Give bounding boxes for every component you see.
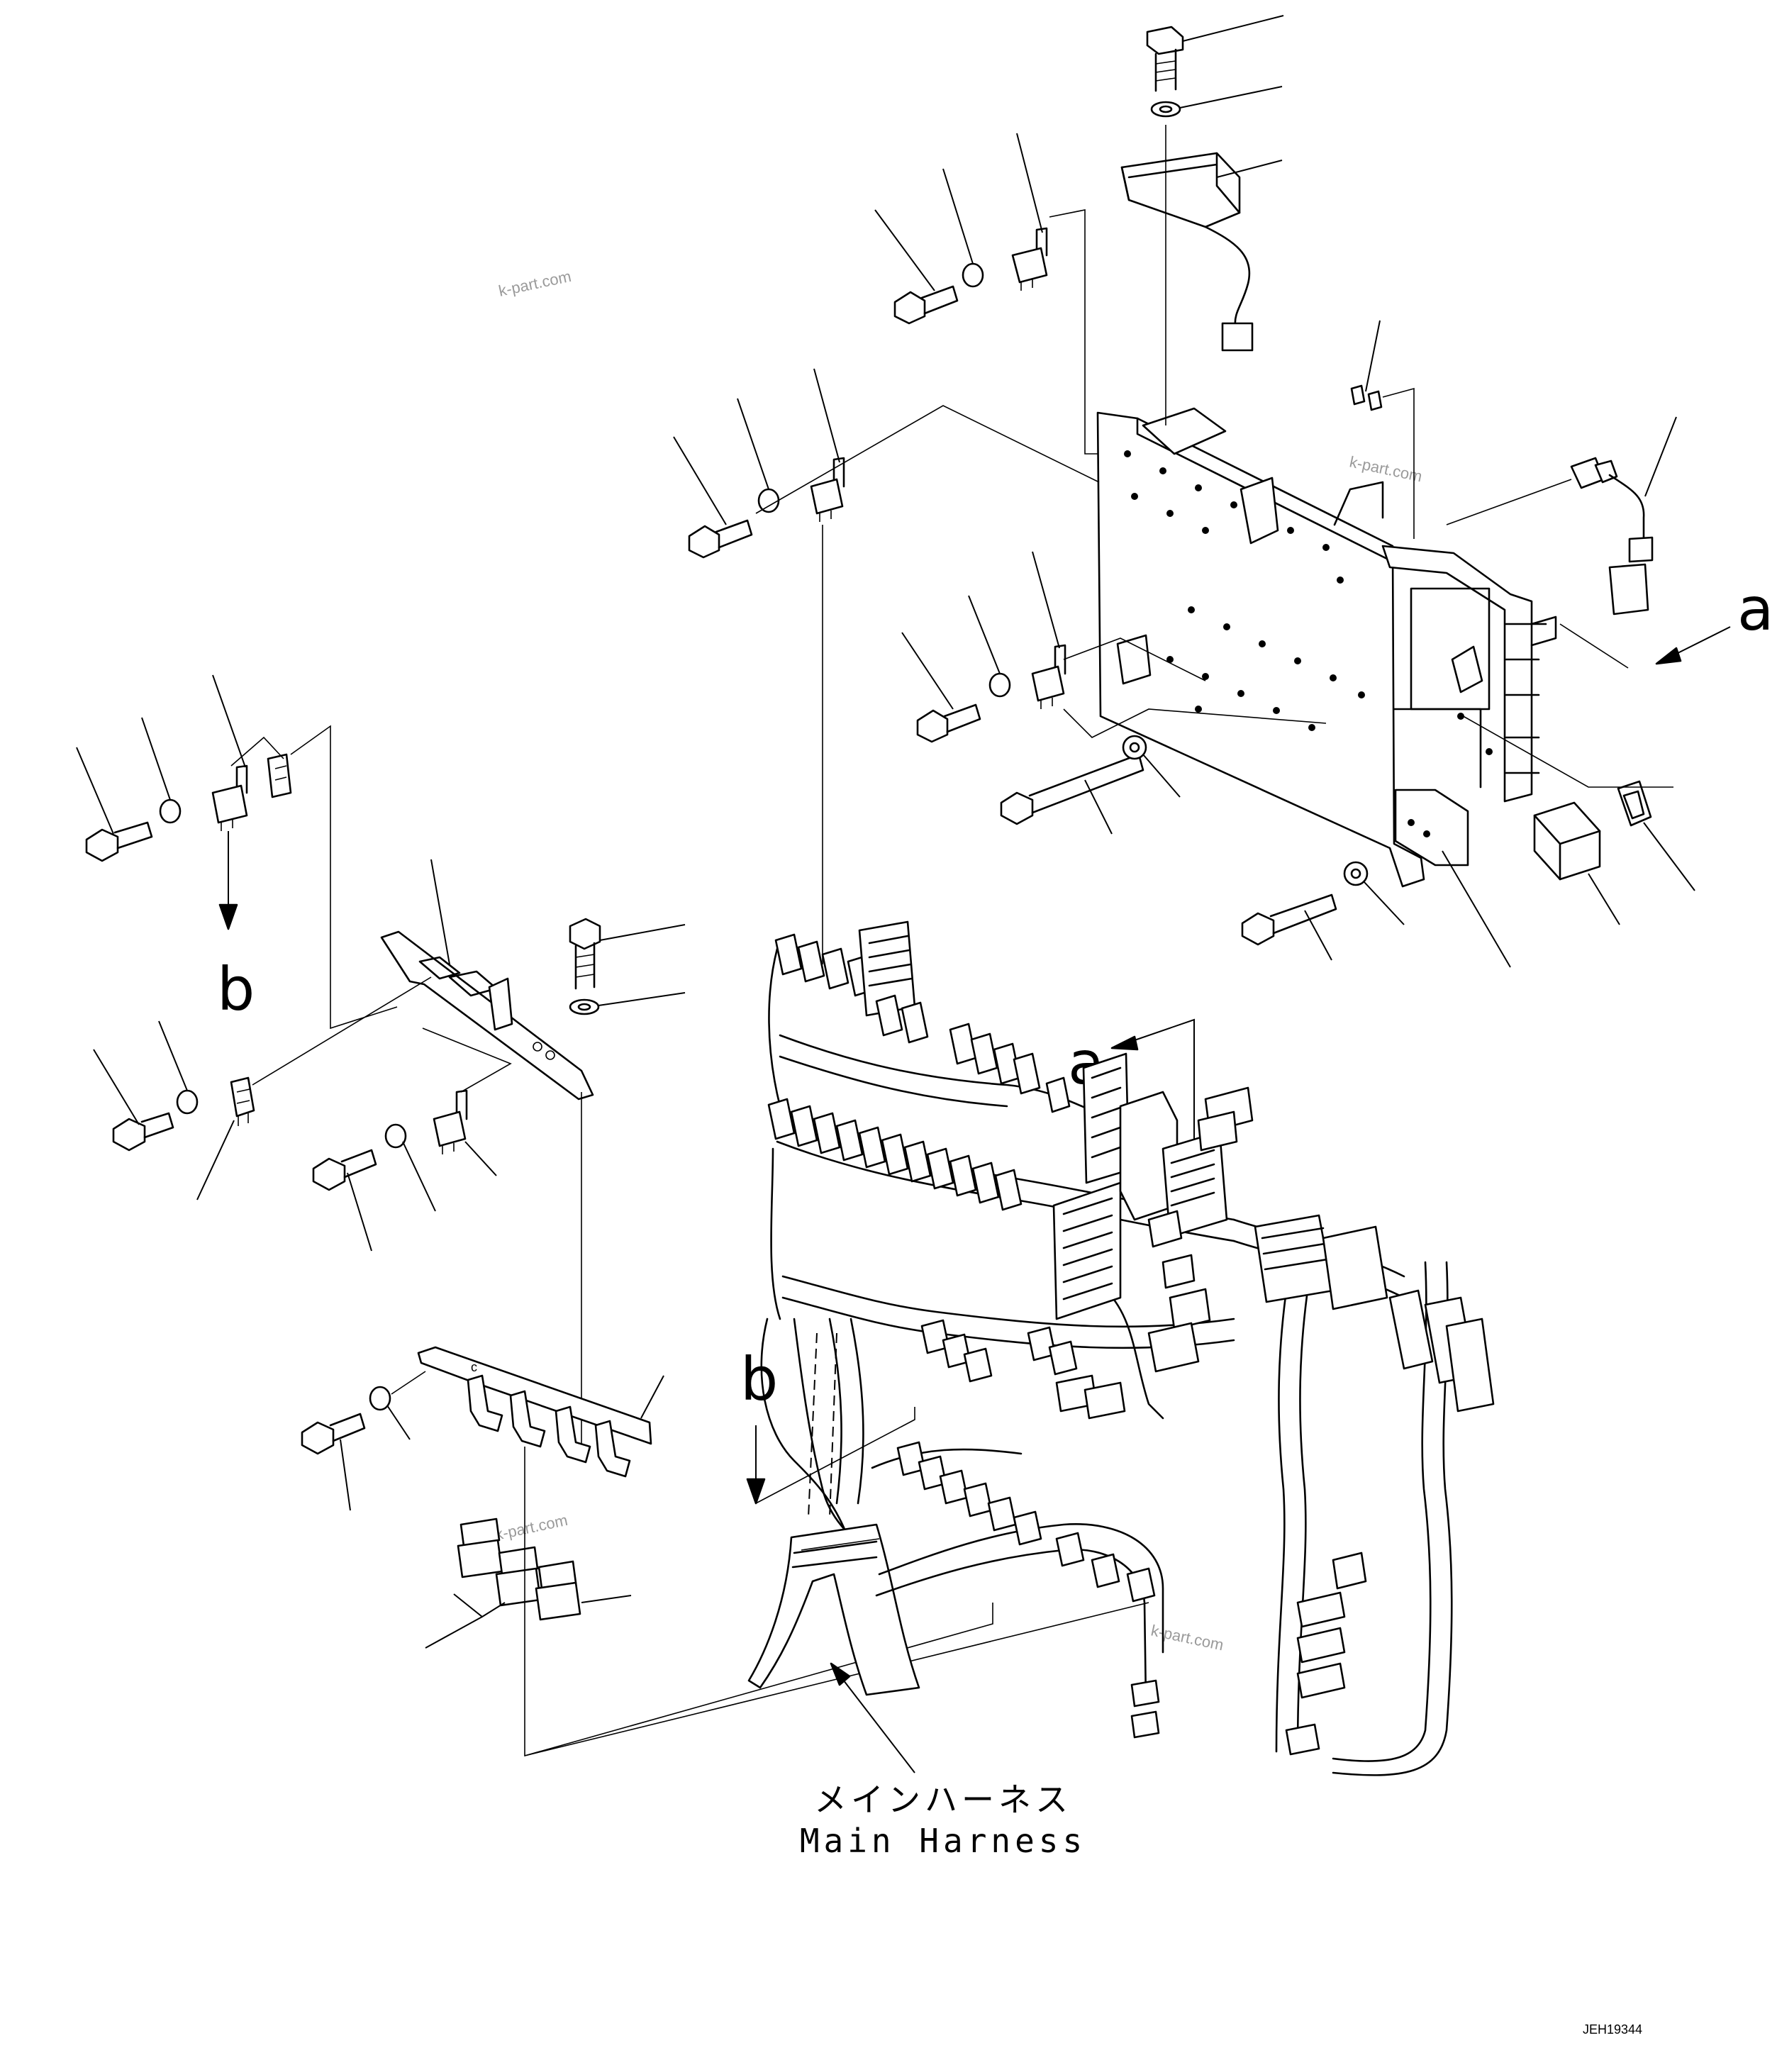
relay-bracket-lower: c <box>417 1346 664 1478</box>
relay-bolt-mid <box>673 436 753 559</box>
svg-text:c: c <box>471 1360 477 1374</box>
left-switch-mid <box>196 976 432 1201</box>
watermark: k-part.com <box>1149 1621 1225 1654</box>
watermark: k-part.com <box>497 267 573 300</box>
relay-washer-upper <box>942 168 984 288</box>
top-bolt <box>1146 15 1284 92</box>
panel-holes <box>1124 450 1493 837</box>
watermark: k-part.com <box>494 1511 569 1544</box>
switch-cover <box>1617 780 1695 891</box>
assembly-guide-line <box>290 725 398 1030</box>
caption-english: Main Harness <box>800 1822 1086 1860</box>
switch-harness <box>1570 416 1677 616</box>
relay-upper <box>1011 133 1048 291</box>
mid-washer <box>384 1123 436 1212</box>
relay-bracket-upper <box>380 859 594 1101</box>
relay-mid <box>810 368 845 522</box>
bracket-washer <box>569 992 686 1015</box>
relay-cluster <box>425 1447 993 1757</box>
left-washer-mid <box>158 1020 199 1115</box>
left-washer-top <box>141 717 182 824</box>
view-label-a: a <box>1737 574 1773 644</box>
mid-bolt <box>312 1149 377 1252</box>
controller-module <box>1120 152 1283 352</box>
mid-relay <box>422 1027 512 1176</box>
left-bolt-mid <box>93 1049 174 1152</box>
connector-row-lower <box>896 1319 1367 1756</box>
relay-washer-lower <box>968 595 1011 698</box>
top-washer <box>1150 86 1283 118</box>
relay-bolt-lower <box>901 632 981 743</box>
assembly-guide-lines <box>755 125 1572 964</box>
main-harness <box>747 920 1495 1776</box>
caption-japanese: メインハーネス <box>814 1781 1072 1819</box>
view-arrow-a <box>1111 1018 1195 1147</box>
push-switch <box>1533 801 1620 925</box>
connector-row-top <box>774 920 1254 1152</box>
small-toggle <box>1350 320 1383 411</box>
arrowhead <box>746 1478 766 1505</box>
relay-washer-mid <box>737 398 780 513</box>
arrowhead <box>1110 1035 1139 1051</box>
view-label-b: b <box>217 954 255 1024</box>
lower-bolt <box>301 1413 366 1511</box>
lower-washer <box>369 1371 426 1440</box>
arrowhead <box>830 1662 851 1686</box>
assembly-guide-line <box>1559 623 1629 669</box>
connector-row-mid <box>767 1098 1211 1373</box>
drawing-code: JEH19344 <box>1583 2022 1642 2037</box>
mounting-panel <box>1096 407 1557 968</box>
view-label-b: b <box>740 1344 778 1414</box>
panel-bolt <box>1241 893 1337 961</box>
relay-lower <box>1031 551 1066 709</box>
panel-washer <box>1343 861 1405 925</box>
long-bolt <box>1000 753 1144 835</box>
left-bolt-top <box>76 747 153 862</box>
arrowhead <box>1655 647 1682 665</box>
watermark: k-part.com <box>1348 452 1424 485</box>
assembly-guide-line <box>1460 714 1673 788</box>
assembly-guide-line <box>755 1407 915 1504</box>
long-bolt-washer <box>1122 735 1181 798</box>
relay-bolt-upper <box>874 209 959 325</box>
left-relay-top <box>211 674 292 831</box>
arrowhead <box>218 903 238 930</box>
bracket-bolt <box>569 918 686 990</box>
caption-leader <box>833 1667 915 1773</box>
